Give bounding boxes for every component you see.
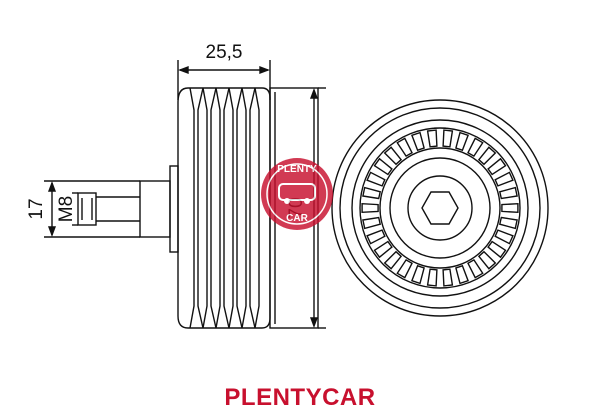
cage-roller <box>487 157 507 176</box>
cage-roller <box>494 229 514 245</box>
pulley-technical-drawing: 25,5 70 17 M8 PLENTY CAR <box>26 42 549 329</box>
watermark-brand: PLENTY <box>277 164 317 175</box>
cage-roller <box>467 258 484 279</box>
cage-roller <box>373 240 393 259</box>
bolt-head <box>77 192 97 226</box>
cage-roller <box>361 202 379 214</box>
bearing-cage <box>361 129 519 287</box>
cage-roller <box>487 240 507 259</box>
width-label: 25,5 <box>206 42 243 63</box>
cage-roller <box>498 186 518 200</box>
cage-roller <box>455 264 470 285</box>
cage-roller <box>362 216 382 230</box>
height-label: 17 <box>26 198 47 219</box>
cage-roller <box>498 216 518 230</box>
height-dimension <box>44 180 140 238</box>
brand-name: PLENTYCAR <box>224 384 376 411</box>
pulley-front-view <box>331 99 549 317</box>
cage-roller <box>366 229 386 245</box>
cage-roller <box>383 146 403 166</box>
thread-label: M8 <box>56 196 77 222</box>
cage-roller <box>477 250 497 270</box>
cage-roller <box>396 258 413 279</box>
plentycar-watermark-logo: PLENTY CAR <box>261 158 333 230</box>
cage-roller <box>501 202 519 214</box>
cage-roller <box>410 264 425 285</box>
cage-roller <box>396 137 413 158</box>
cage-roller <box>467 137 484 158</box>
cage-roller <box>366 171 386 187</box>
cage-roller <box>383 250 403 270</box>
cage-roller <box>494 171 514 187</box>
cage-roller <box>426 129 438 148</box>
width-dimension <box>177 60 271 100</box>
watermark-sub: CAR <box>286 213 308 224</box>
cage-roller <box>426 268 438 287</box>
cage-roller <box>442 129 454 148</box>
hub-spacer <box>139 180 171 238</box>
cage-roller <box>442 268 454 287</box>
cage-roller <box>373 157 393 176</box>
cage-roller <box>362 186 382 200</box>
cage-roller <box>477 146 497 166</box>
hex-socket <box>421 191 459 225</box>
cage-roller <box>455 131 470 152</box>
cage-roller <box>410 131 425 152</box>
